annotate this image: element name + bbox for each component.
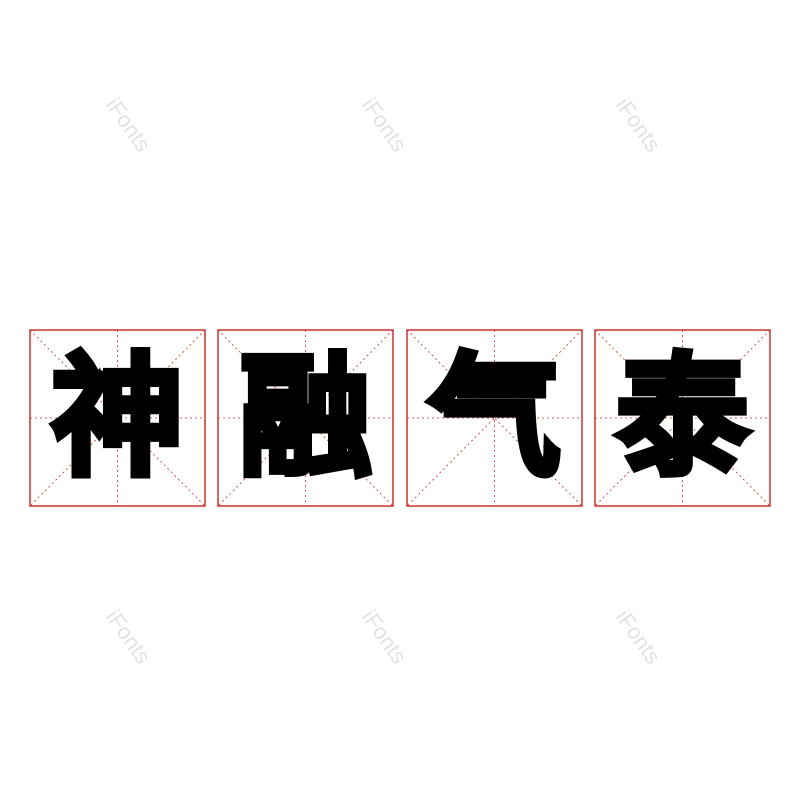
character-tile: 气 (406, 329, 583, 507)
character-glyph: 泰 (614, 341, 752, 495)
rice-grid (594, 329, 771, 507)
watermark-logo: iFonts (356, 93, 412, 157)
watermark-logo: iFonts (610, 93, 666, 157)
watermark-logo: iFonts (610, 605, 666, 669)
character-tile: 神 (29, 329, 206, 507)
character-glyph: 神 (49, 341, 187, 495)
rice-grid (406, 329, 583, 507)
watermark-logo: iFonts (356, 605, 412, 669)
character-tile: 融 (217, 329, 394, 507)
watermark-logo: iFonts (100, 605, 156, 669)
character-tile: 泰 (594, 329, 771, 507)
rice-grid (217, 329, 394, 507)
watermark-logo: iFonts (100, 93, 156, 157)
character-glyph: 融 (237, 341, 375, 495)
character-glyph: 气 (426, 341, 564, 495)
rice-grid (29, 329, 206, 507)
